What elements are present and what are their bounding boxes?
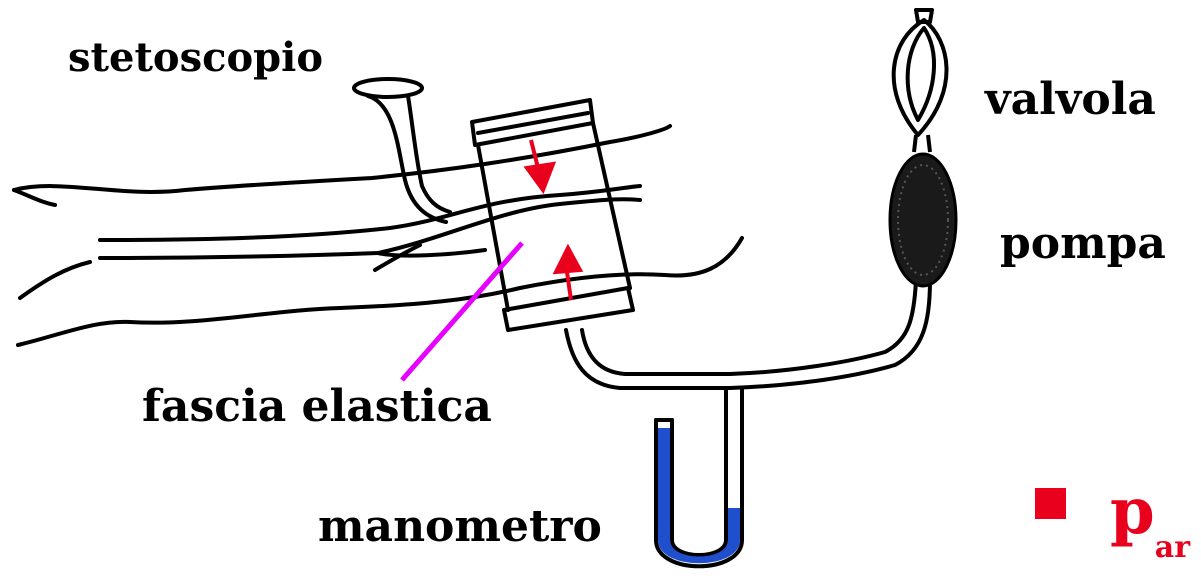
manometer-tube-inner (672, 388, 726, 555)
arm-hand-upper (14, 190, 55, 205)
valve-neck (914, 135, 930, 152)
label-valvola: valvola (985, 78, 1156, 122)
arm-upper-contour (14, 126, 670, 192)
tube-from-cuff-outer (566, 330, 730, 388)
tube-to-pump-upper (730, 280, 916, 374)
red-square-bullet-icon (1035, 488, 1066, 519)
arm-hand-lower (20, 262, 90, 298)
label-pompa: pompa (1000, 222, 1166, 266)
valve-knot (916, 10, 932, 22)
stethoscope-neck (368, 96, 450, 222)
label-fascia: fascia elastica (142, 385, 492, 429)
arrow-down-head (527, 164, 553, 190)
arrow-up-head (556, 248, 580, 272)
stethoscope-head (354, 79, 422, 97)
formula-subscript: ar (1155, 530, 1190, 565)
artery-line-upper (100, 186, 640, 240)
label-manometro: manometro (318, 505, 602, 549)
formula-p: p (1110, 474, 1155, 549)
tube-from-cuff-inner (582, 330, 730, 374)
pump-bulb (890, 154, 956, 286)
arrow-up-shaft (567, 272, 571, 300)
valve-inner (908, 28, 934, 120)
formula-bullet-row: par (1035, 480, 1190, 544)
label-stetoscopio: stetoscopio (68, 38, 323, 78)
